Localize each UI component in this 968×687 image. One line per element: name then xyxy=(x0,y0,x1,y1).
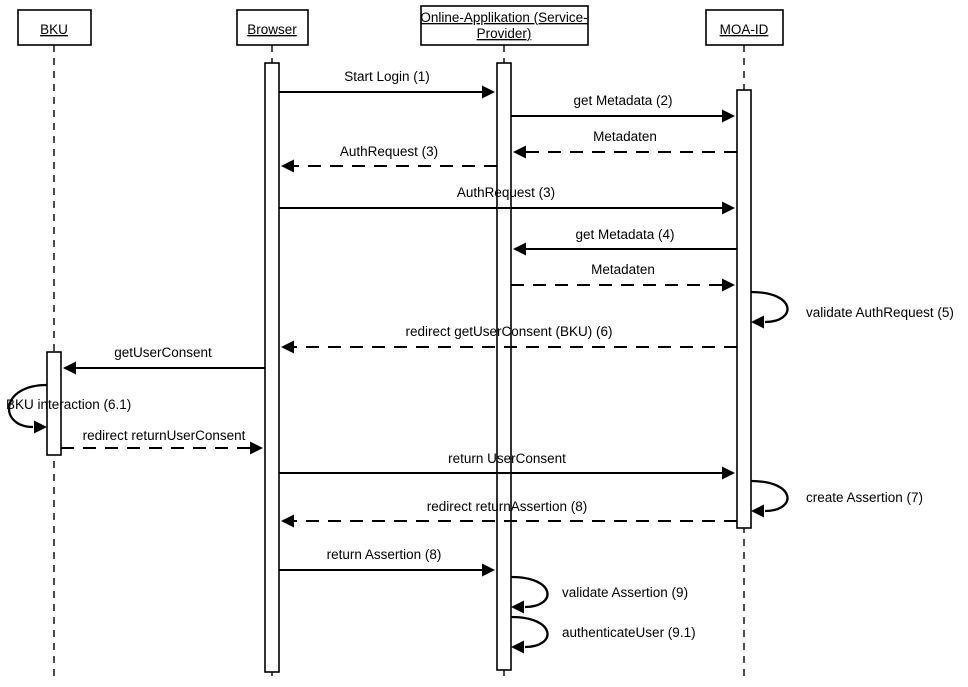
message-label-m5: AuthRequest (3) xyxy=(457,185,555,200)
activation-bar-bku[interactable] xyxy=(46,351,62,456)
activation-bar-browser[interactable] xyxy=(264,62,280,673)
self-message-label-s4: validate Assertion (9) xyxy=(562,585,688,600)
self-message-loop-s3 xyxy=(750,479,789,513)
message-m7[interactable]: Metadaten xyxy=(511,262,735,292)
self-message-loop-s4 xyxy=(510,575,549,609)
self-message-s1[interactable]: validate AuthRequest (5) xyxy=(750,290,954,329)
message-arrowhead-m10 xyxy=(250,441,263,455)
self-message-arrowhead-s2 xyxy=(34,420,47,434)
message-m8[interactable]: redirect getUserConsent (BKU) (6) xyxy=(281,324,737,354)
message-label-m11: return UserConsent xyxy=(448,451,566,466)
self-message-arrowhead-s5 xyxy=(511,640,524,654)
message-m2[interactable]: get Metadata (2) xyxy=(511,93,735,123)
message-m12[interactable]: redirect returnAssertion (8) xyxy=(281,499,737,528)
self-message-arrowhead-s4 xyxy=(511,600,524,614)
message-m5[interactable]: AuthRequest (3) xyxy=(279,185,735,215)
self-message-s4[interactable]: validate Assertion (9) xyxy=(510,575,688,614)
lifeline-box-browser[interactable] xyxy=(236,9,309,46)
self-message-arrowhead-s3 xyxy=(751,504,764,518)
self-message-s3[interactable]: create Assertion (7) xyxy=(750,479,923,518)
message-arrowhead-m8 xyxy=(281,340,294,354)
lifeline-box-bku[interactable] xyxy=(17,9,92,46)
lifeline-box-moaid[interactable] xyxy=(705,9,784,46)
lifeline-label-oa: Online-Applikation (Service- xyxy=(420,10,587,25)
message-m3[interactable]: Metadaten xyxy=(513,129,737,159)
message-label-m1: Start Login (1) xyxy=(344,69,430,84)
self-message-label-s3: create Assertion (7) xyxy=(806,490,923,505)
self-message-loop-s1 xyxy=(750,290,789,324)
messages-layer: Start Login (1) get Metadata (2) Metadaten… xyxy=(61,69,737,577)
lifeline-bku[interactable]: BKU xyxy=(17,9,92,680)
self-message-arrowhead-s1 xyxy=(751,315,764,329)
self-message-label-s1: validate AuthRequest (5) xyxy=(806,305,954,320)
message-label-m12: redirect returnAssertion (8) xyxy=(427,499,588,514)
message-m6[interactable]: get Metadata (4) xyxy=(513,227,737,256)
message-arrowhead-m11 xyxy=(722,466,735,480)
self-message-s2[interactable]: BKU interaction (6.1) xyxy=(6,383,131,434)
lifeline-label-browser: Browser xyxy=(247,22,297,37)
message-arrowhead-m5 xyxy=(722,201,735,215)
message-m1[interactable]: Start Login (1) xyxy=(279,69,495,99)
message-label-m3: Metadaten xyxy=(593,129,657,144)
lifeline-label2-oa: Provider) xyxy=(477,26,532,41)
message-arrowhead-m2 xyxy=(722,109,735,123)
message-arrowhead-m3 xyxy=(513,145,526,159)
message-label-m9: getUserConsent xyxy=(114,345,212,360)
message-label-m2: get Metadata (2) xyxy=(573,93,672,108)
message-arrowhead-m7 xyxy=(722,278,735,292)
message-arrowhead-m13 xyxy=(482,563,495,577)
self-message-loop-s2 xyxy=(8,383,48,429)
message-label-m7: Metadaten xyxy=(591,262,655,277)
message-label-m8: redirect getUserConsent (BKU) (6) xyxy=(405,324,612,339)
self-message-s5[interactable]: authenticateUser (9.1) xyxy=(510,615,696,654)
self-messages-layer: validate AuthRequest (5) BKU interaction … xyxy=(6,290,954,654)
message-arrowhead-m9 xyxy=(63,361,76,375)
lifeline-label-moaid: MOA-ID xyxy=(720,22,769,37)
message-m13[interactable]: return Assertion (8) xyxy=(279,547,495,577)
message-arrowhead-m6 xyxy=(513,242,526,256)
message-m10[interactable]: redirect returnUserConsent xyxy=(61,428,263,455)
activation-bar-oa[interactable] xyxy=(496,62,512,671)
message-label-m10: redirect returnUserConsent xyxy=(83,428,246,443)
activations-layer xyxy=(46,62,752,673)
message-label-m6: get Metadata (4) xyxy=(575,227,674,242)
message-arrowhead-m12 xyxy=(281,514,294,528)
self-message-loop-s5 xyxy=(510,615,549,649)
lifeline-label-bku: BKU xyxy=(40,22,68,37)
self-message-label-s5: authenticateUser (9.1) xyxy=(562,625,696,640)
message-m9[interactable]: getUserConsent xyxy=(63,345,265,375)
message-arrowhead-m4 xyxy=(281,159,294,173)
message-label-m13: return Assertion (8) xyxy=(327,547,442,562)
self-message-label-s2: BKU interaction (6.1) xyxy=(6,397,131,412)
message-m4[interactable]: AuthRequest (3) xyxy=(281,144,497,173)
message-label-m4: AuthRequest (3) xyxy=(340,144,438,159)
message-arrowhead-m1 xyxy=(482,85,495,99)
message-m11[interactable]: return UserConsent xyxy=(279,451,735,480)
activation-bar-moaid[interactable] xyxy=(736,89,752,529)
